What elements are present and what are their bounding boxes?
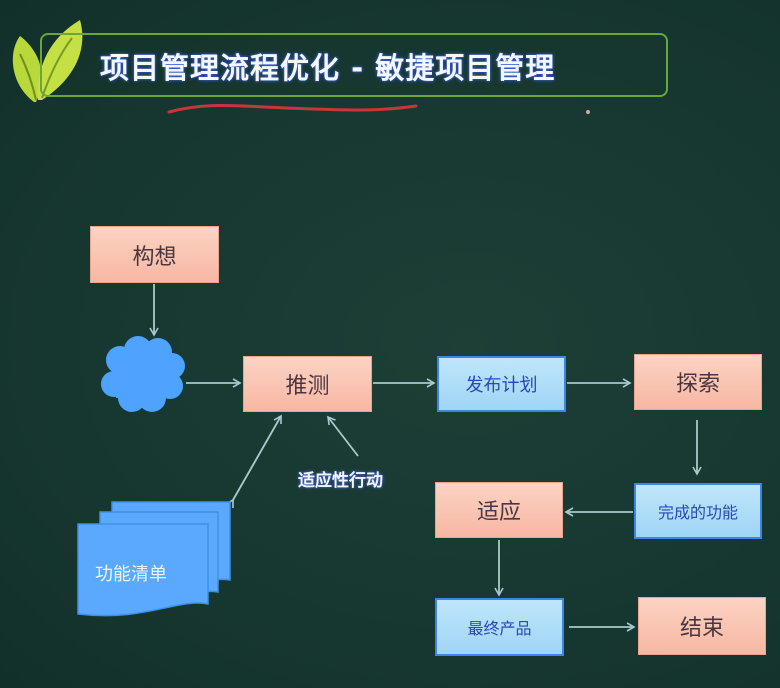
node-end-label: 结束 <box>679 616 724 641</box>
feature-list-label: 功能清单 <box>95 564 167 585</box>
title-frame <box>40 33 668 97</box>
node-adapt: 适应 <box>435 482 563 538</box>
green-leaf-icon <box>12 20 83 102</box>
node-end: 结束 <box>638 597 766 655</box>
node-speculate: 推测 <box>243 356 372 412</box>
node-completed-features: 完成的功能 <box>634 483 762 539</box>
node-release-plan: 发布计划 <box>437 356 566 412</box>
node-adapt-label: 适应 <box>476 500 521 525</box>
node-final-product: 最终产品 <box>435 598 564 656</box>
node-speculate-label: 推测 <box>285 374 330 399</box>
node-final-product-label: 最终产品 <box>467 619 532 638</box>
cloud-icon <box>101 336 185 412</box>
page-title: 项目管理流程优化 - 敏捷项目管理 <box>100 51 556 85</box>
node-concept-label: 构想 <box>132 244 177 270</box>
adaptive-action-label: 适应性行动 <box>298 471 383 491</box>
node-concept: 构想 <box>90 226 219 283</box>
document-stack-icon <box>77 501 231 617</box>
laser-pointer-dot <box>586 110 590 114</box>
red-pen-underline <box>167 104 418 114</box>
node-release-plan-label: 发布计划 <box>465 375 538 396</box>
node-explore: 探索 <box>634 354 762 410</box>
node-explore-label: 探索 <box>675 372 720 397</box>
node-completed-features-label: 完成的功能 <box>657 503 738 522</box>
